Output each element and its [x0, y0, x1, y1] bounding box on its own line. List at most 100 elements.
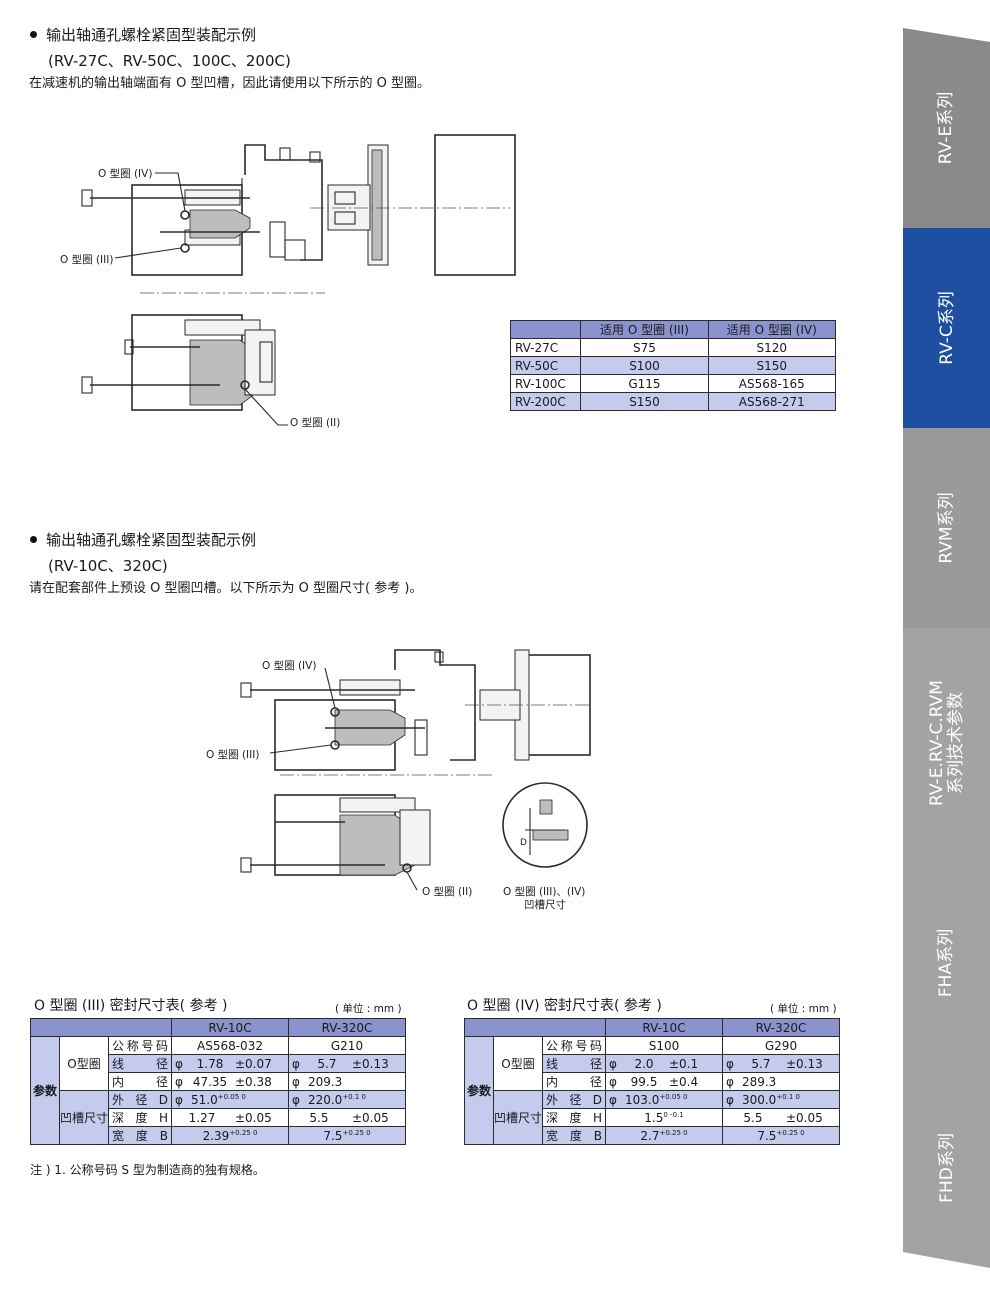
o-ring-iv-label: O 型圈 (IV) — [98, 168, 153, 180]
table-header-cell — [509, 320, 582, 339]
row-label: 宽 度 B — [542, 1126, 607, 1145]
table4-unit: ( 单位 : mm ) — [770, 1003, 837, 1015]
tolerance: ±0.13 — [782, 1054, 840, 1073]
table-row: 参数 O型圈 公称号码 AS568-032 G210 — [29, 1036, 407, 1145]
section2-title: 输出轴通孔螺栓紧固型装配示例 — [28, 530, 256, 550]
table-cell: AS568-165 — [707, 374, 837, 393]
table-cell: RV-100C — [509, 374, 582, 393]
section1-description: 在减速机的输出轴端面有 O 型凹槽，因此请使用以下所示的 O 型圈。 — [29, 76, 430, 91]
table-cell: 7.5+0.25 0 — [721, 1126, 841, 1145]
table-row: RV-27C S75 S120 — [509, 338, 837, 357]
tolerance-superscript: +0.25 0 — [342, 1128, 371, 1137]
tolerance: ±0.1 — [665, 1054, 723, 1073]
tolerance-superscript: +0.25 0 — [776, 1128, 805, 1137]
table-header-cell: RV-320C — [721, 1018, 841, 1037]
table-cell: S100 — [605, 1036, 723, 1055]
table-cell: G290 — [721, 1036, 841, 1055]
sidebar-tab-label: RVM系列 — [936, 492, 957, 564]
table-cell: S100 — [580, 356, 709, 375]
group-label: O型圈 — [59, 1036, 110, 1091]
tolerance-superscript: +0.05 0 — [659, 1092, 688, 1101]
sidebar-tab-fhd[interactable]: FHD系列 — [903, 1068, 990, 1268]
table-cell: 2.0 — [622, 1054, 666, 1073]
table-cell: S120 — [707, 338, 837, 357]
table-cell: 1.78 — [188, 1054, 232, 1073]
table-cell: G210 — [287, 1036, 407, 1055]
table-cell: AS568-271 — [707, 392, 837, 411]
table-row: 线 径 φ 2.0 ±0.1 φ 5.7 ±0.13 — [465, 1054, 840, 1073]
table-row: 凹槽尺寸 外 径 D φ 103.0+0.05 0 φ 300.0+0.1 0 — [465, 1090, 840, 1145]
row-label: 线 径 — [108, 1054, 173, 1073]
table-cell: AS568-032 — [171, 1036, 289, 1055]
table-cell: 1.50 -0.1 — [605, 1108, 723, 1127]
bullet-icon — [30, 31, 37, 38]
groove-d-label: D — [520, 838, 527, 848]
table-header-row: RV-10C RV-320C — [463, 1018, 841, 1037]
phi-symbol: φ — [287, 1090, 305, 1109]
table-header-cell: 适用 O 型圈 (IV) — [707, 320, 837, 339]
bullet-icon — [30, 536, 37, 543]
table-cell: 5.5 — [287, 1108, 349, 1127]
table-row: RV-50C S100 S150 — [509, 356, 837, 375]
table-cell: S75 — [580, 338, 709, 357]
row-label: 外 径 D — [108, 1090, 173, 1109]
table-cell: RV-200C — [509, 392, 582, 411]
table-cell: 2.39+0.25 0 — [171, 1126, 289, 1145]
table-cell: 5.5 — [721, 1108, 783, 1127]
table-cell: RV-27C — [509, 338, 582, 357]
group-label: O型圈 — [493, 1036, 544, 1091]
table-cell: RV-50C — [509, 356, 582, 375]
table-header-cell: RV-320C — [287, 1018, 407, 1037]
table-header-cell: 适用 O 型圈 (III) — [580, 320, 709, 339]
o-ring-ii-label-2: O 型圈 (II) — [422, 886, 473, 898]
phi-symbol: φ — [721, 1054, 739, 1073]
table-header-row: 适用 O 型圈 (III) 适用 O 型圈 (IV) — [509, 320, 837, 339]
tolerance-superscript: +0.1 0 — [776, 1092, 800, 1101]
table-row: 宽 度 B 2.39+0.25 0 7.5+0.25 0 — [31, 1126, 407, 1145]
o-ring-iii-seal-table: RV-10C RV-320C 参数 O型圈 公称号码 AS568-032 G21… — [29, 1018, 407, 1145]
table-cell: 220.0+0.1 0 — [304, 1090, 406, 1109]
table-row: 参数 O型圈 公称号码 S100 G290 — [463, 1036, 841, 1145]
tolerance-superscript: +0.25 0 — [659, 1128, 688, 1137]
o-ring-iii-label: O 型圈 (III) — [60, 254, 114, 266]
phi-symbol: φ — [171, 1090, 188, 1109]
sidebar-tab-label: RV-C系列 — [936, 291, 957, 365]
tolerance: ±0.38 — [231, 1072, 289, 1091]
phi-symbol: φ — [605, 1090, 622, 1109]
sidebar-tab-rv-e[interactable]: RV-E系列 — [903, 28, 990, 228]
table-side-label: 参数 — [463, 1036, 495, 1145]
table-cell: 51.0+0.05 0 — [188, 1090, 289, 1109]
section2-description: 请在配套部件上预设 O 型圈凹槽。以下所示为 O 型圈尺寸( 参考 )。 — [29, 581, 423, 596]
row-label: 宽 度 B — [108, 1126, 173, 1145]
phi-symbol: φ — [605, 1072, 622, 1091]
sidebar-tab-label: FHA系列 — [936, 928, 957, 998]
sidebar-tab-tech-params[interactable]: RV-E.RV-C.RVM 系列技术参数 — [903, 628, 990, 858]
assembly-drawing-1 — [81, 134, 516, 426]
phi-symbol: φ — [287, 1054, 305, 1073]
phi-symbol: φ — [721, 1072, 739, 1091]
table-cell: 289.3 — [738, 1072, 840, 1091]
sidebar-tab-label: RV-E系列 — [936, 91, 957, 165]
groove-label: O 型圈 (III)、(IV) — [503, 886, 586, 898]
sidebar-tab-rv-c[interactable]: RV-C系列 — [903, 228, 990, 428]
table-cell: 5.7 — [304, 1054, 349, 1073]
footnote: 注 ) 1. 公称号码 S 型为制造商的独有规格。 — [30, 1163, 265, 1177]
sidebar-tab-label: FHD系列 — [936, 1133, 957, 1203]
tolerance: ±0.07 — [231, 1054, 289, 1073]
row-label: 深 度 H — [108, 1108, 173, 1127]
row-label: 线 径 — [542, 1054, 607, 1073]
sidebar-tab-rvm[interactable]: RVM系列 — [903, 428, 990, 628]
group-label: 凹槽尺寸 — [493, 1090, 544, 1145]
row-label: 公称号码 — [542, 1036, 607, 1055]
o-ring-iii-label-2: O 型圈 (III) — [206, 749, 260, 761]
table-cell: 7.5+0.25 0 — [287, 1126, 407, 1145]
sidebar-tab-fha[interactable]: FHA系列 — [903, 858, 990, 1068]
o-ring-iv-label-2: O 型圈 (IV) — [262, 660, 317, 672]
table3-unit: ( 单位 : mm ) — [335, 1003, 402, 1015]
table-header-row: RV-10C RV-320C — [29, 1018, 407, 1037]
table-side-label: 参数 — [29, 1036, 61, 1145]
section1-models: (RV-27C、RV-50C、100C、200C) — [48, 52, 291, 70]
row-label: 内 径 — [542, 1072, 607, 1091]
phi-symbol: φ — [721, 1090, 739, 1109]
table-row: 内 径 φ 47.35 ±0.38 φ 209.3 — [31, 1072, 406, 1091]
